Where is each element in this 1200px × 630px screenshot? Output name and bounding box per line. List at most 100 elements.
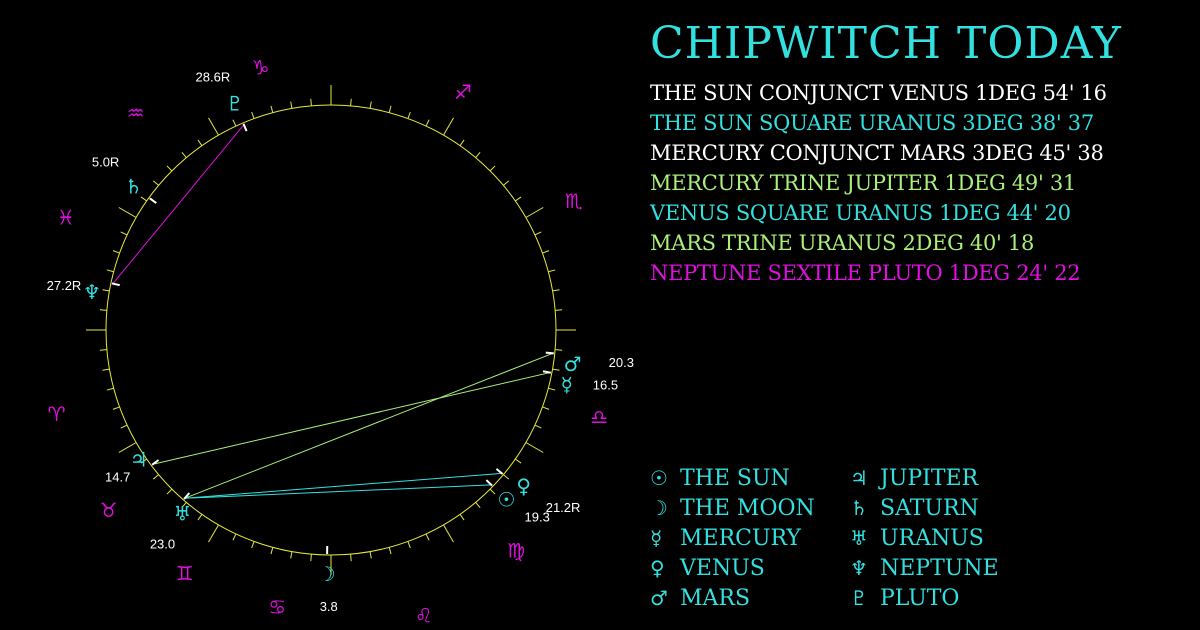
degree-tick xyxy=(350,554,352,562)
pluto-icon: ♇ xyxy=(850,586,868,610)
degree-tick xyxy=(489,165,496,172)
degree-tick xyxy=(459,139,465,146)
sign-boundary-tick xyxy=(208,117,219,136)
mercury-icon: ☿ xyxy=(650,526,663,550)
degree-tick xyxy=(552,368,560,371)
neptune-degree-label: 27.2R xyxy=(47,278,82,293)
venus-icon: ♀ xyxy=(516,474,531,498)
degree-tick xyxy=(181,151,187,158)
legend-label: URANUS xyxy=(880,526,984,551)
degree-tick xyxy=(503,474,510,480)
degree-tick xyxy=(99,349,107,351)
sign-boundary-tick xyxy=(208,524,219,543)
sign-boundary-tick xyxy=(118,442,137,453)
degree-tick xyxy=(270,105,274,113)
pluto-position-marker xyxy=(242,123,248,132)
saturn-icon: ♄ xyxy=(125,175,143,199)
degree-tick xyxy=(534,231,542,236)
sign-boundary-tick xyxy=(118,207,137,218)
aspect-line-venus-uranus xyxy=(184,472,502,499)
degree-tick xyxy=(369,551,372,559)
degree-tick xyxy=(290,101,293,109)
pluto-icon: ♇ xyxy=(226,92,244,116)
sun-position-marker xyxy=(485,479,493,487)
aspect-item: VENUS SQUARE URANUS 1DEG 44' 20 xyxy=(650,201,1071,225)
degree-tick xyxy=(310,98,312,106)
virgo-sign-icon: ♍ xyxy=(507,539,525,563)
degree-tick xyxy=(407,111,411,119)
mars-degree-label: 20.3 xyxy=(609,355,634,370)
degree-tick xyxy=(152,474,159,480)
aspect-line-sun-uranus xyxy=(184,484,492,499)
uranus-position-marker xyxy=(183,492,191,500)
degree-tick xyxy=(548,387,556,391)
degree-tick xyxy=(503,180,510,186)
aspect-item: MERCURY CONJUNCT MARS 3DEG 45' 38 xyxy=(650,141,1104,165)
degree-tick xyxy=(102,368,110,371)
degree-tick xyxy=(542,250,550,254)
degree-tick xyxy=(232,119,237,127)
legend-label: NEPTUNE xyxy=(880,556,999,581)
degree-tick xyxy=(112,406,120,410)
degree-tick xyxy=(270,547,274,555)
legend-item-uranus: ♅URANUS xyxy=(850,526,984,556)
leo-sign-icon: ♌ xyxy=(415,603,433,627)
degree-tick xyxy=(251,541,255,549)
degree-tick xyxy=(112,250,120,254)
legend-label: SATURN xyxy=(880,496,979,521)
legend-label: JUPITER xyxy=(880,466,979,491)
legend-label: MARS xyxy=(680,586,751,611)
legend-label: MERCURY xyxy=(680,526,801,551)
degree-tick xyxy=(515,196,522,202)
venus-position-marker xyxy=(495,468,504,475)
degree-tick xyxy=(166,165,173,172)
degree-tick xyxy=(102,289,110,292)
aspect-lines xyxy=(112,124,553,499)
aspect-item: NEPTUNE SEXTILE PLUTO 1DEG 24' 22 xyxy=(650,261,1081,285)
degree-tick xyxy=(388,105,392,113)
degree-tick xyxy=(152,180,159,186)
cancer-sign-icon: ♋ xyxy=(268,595,286,619)
mars-icon: ♂ xyxy=(650,586,668,610)
legend-item-moon: ☽THE MOON xyxy=(650,496,815,526)
venus-icon: ♀ xyxy=(650,556,665,580)
degree-tick xyxy=(369,101,372,109)
capricorn-sign-icon: ♑ xyxy=(252,55,270,79)
aspect-item: MERCURY TRINE JUPITER 1DEG 49' 31 xyxy=(650,171,1076,195)
sun-icon: ☉ xyxy=(650,466,668,490)
degree-tick xyxy=(106,269,114,273)
uranus-degree-label: 23.0 xyxy=(150,536,175,551)
legend-item-saturn: ♄SATURN xyxy=(850,496,979,526)
legend-item-jupiter: ♃ JUPITER xyxy=(850,466,978,496)
degree-tick xyxy=(475,502,481,509)
degree-tick xyxy=(181,502,187,509)
degree-tick xyxy=(475,151,481,158)
neptune-position-marker xyxy=(111,282,120,287)
degree-tick xyxy=(140,458,147,464)
degree-tick xyxy=(290,551,293,559)
mercury-position-marker xyxy=(542,370,552,374)
degree-tick xyxy=(552,289,560,292)
degree-tick xyxy=(459,514,465,521)
gemini-sign-icon: ♊ xyxy=(176,561,194,585)
degree-tick xyxy=(542,406,550,410)
aspect-item: THE SUN SQUARE URANUS 3DEG 38' 37 xyxy=(650,111,1094,135)
sagittarius-sign-icon: ♐ xyxy=(454,80,472,104)
mars-position-marker xyxy=(545,351,554,355)
legend-item-sun: ☉THE SUN xyxy=(650,466,790,496)
mercury-degree-label: 16.5 xyxy=(593,377,618,392)
aspect-line-mercury-jupiter xyxy=(152,372,551,465)
legend-item-neptune: ♆NEPTUNE xyxy=(850,556,999,586)
degree-tick xyxy=(120,424,128,429)
sign-boundary-tick xyxy=(443,524,454,543)
uranus-icon: ♅ xyxy=(174,501,192,525)
legend-item-mars: ♂ MARS xyxy=(650,586,750,616)
degree-tick xyxy=(140,196,147,202)
degree-tick xyxy=(534,424,542,429)
jupiter-icon: ♃ xyxy=(850,466,868,490)
zodiac-wheel-circle xyxy=(105,104,557,556)
degree-tick xyxy=(310,554,312,562)
degree-tick xyxy=(425,533,430,541)
degree-tick xyxy=(106,387,114,391)
